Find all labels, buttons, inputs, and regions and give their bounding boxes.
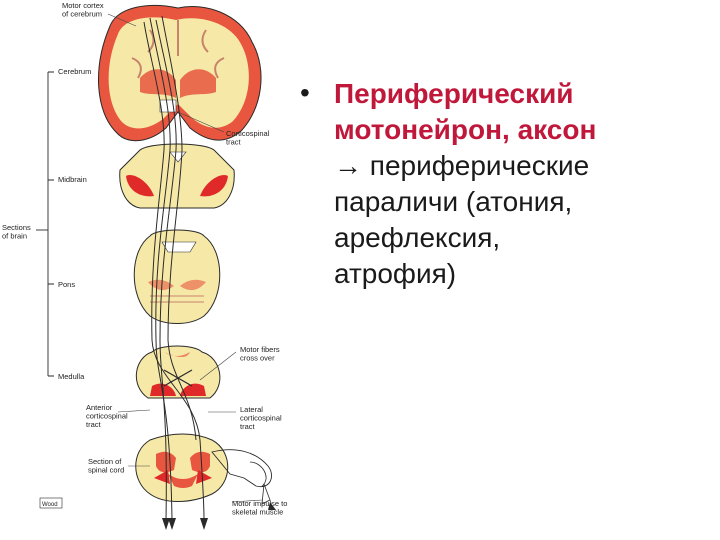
slide-text: • Периферический мотонейрон, аксон → пер… [300, 76, 710, 292]
spinal-cord-section [135, 433, 229, 502]
bullet-glyph: • [300, 77, 310, 108]
corticospinal-pathway [143, 15, 205, 521]
bullet-body: → периферические параличи (атония, арефл… [334, 150, 590, 289]
highlight-line-2: мотонейрон, аксон [334, 114, 597, 145]
label-cerebrum: Cerebrum [58, 67, 91, 76]
arrowheads [162, 502, 276, 530]
leader-lines [107, 13, 263, 503]
label-midbrain: Midbrain [58, 175, 87, 184]
credit-box [39, 497, 63, 509]
label-pons: Pons [58, 280, 75, 289]
cerebrum-section [98, 4, 262, 142]
bullet-text: Периферический мотонейрон, аксон → периф… [334, 76, 596, 292]
bullet-point: • Периферический мотонейрон, аксон → пер… [300, 76, 710, 292]
muscle-fiber [261, 483, 271, 505]
pons-section [133, 229, 221, 324]
highlight-line-1: Периферический [334, 78, 574, 109]
spinal-nerve [211, 449, 272, 488]
medulla-section [135, 345, 221, 399]
brain-sections-bracket [36, 71, 54, 377]
midbrain-section [119, 143, 235, 209]
label-credit: Wood [42, 502, 58, 508]
label-medulla: Medulla [58, 372, 85, 381]
